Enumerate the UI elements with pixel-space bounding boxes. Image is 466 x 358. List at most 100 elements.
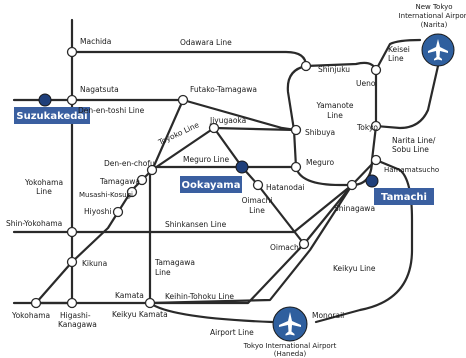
airport-narita[interactable]	[421, 33, 455, 67]
tamagawa-line-label: Line	[155, 268, 171, 277]
oimachi-line-rail	[212, 126, 306, 246]
campus-dot-suzukakedai[interactable]	[38, 93, 52, 107]
station-label-hiyoshi: Hiyoshi	[84, 207, 112, 216]
station-oimachi[interactable]	[298, 238, 310, 250]
airport-line-rail	[148, 301, 274, 324]
airplane-icon	[428, 39, 448, 61]
yokohama-line-label: Yokohama	[24, 178, 63, 187]
station-yokohama[interactable]	[30, 297, 42, 309]
keikyu-line-rail	[148, 183, 354, 305]
campus-label-suzukakedai[interactable]: Suzukakedai	[14, 107, 90, 124]
station-kamata[interactable]	[144, 297, 156, 309]
station-label-ueno: Ueno	[356, 79, 376, 88]
station-shinjuku[interactable]	[300, 60, 312, 72]
station-label-shibuya: Shibuya	[305, 128, 335, 137]
line-labels: Odawara Line Futako-Tamagawa Den-en-tosh…	[24, 38, 436, 337]
station-label-nagatsuta: Nagatsuta	[80, 85, 119, 94]
station-label-shin-yokohama: Shin-Yokohama	[6, 219, 62, 228]
campus-label-tamachi[interactable]: Tamachi	[374, 188, 434, 205]
campus-box-suzukakedai	[14, 107, 90, 124]
station-musashi-kosugi[interactable]	[126, 186, 138, 198]
station-label-oimachi: Oimachi	[270, 243, 301, 252]
campus-text-suzukakedai: Suzukakedai	[16, 111, 87, 122]
station-label-higashi-kanagawa: Higashi-	[60, 311, 91, 320]
station-label-hatanodai: Hatanodai	[266, 183, 305, 192]
yamanote-line-label: Line	[327, 111, 343, 120]
meguro-line-label: Meguro Line	[183, 155, 230, 164]
station-tokyo[interactable]	[370, 120, 382, 132]
station-label-musashi-kosugi: Musashi-Kosugi	[79, 191, 133, 199]
station-label-kikuna: Kikuna	[82, 259, 107, 268]
odawara-line-label: Odawara Line	[180, 38, 232, 47]
yamanote-line-label: Yamanote	[316, 101, 354, 110]
narita-airport-label: (Narita)	[421, 21, 448, 29]
station-label-meguro: Meguro	[306, 158, 335, 167]
campus-label-ookayama[interactable]: Ookayama	[180, 176, 242, 193]
station-machida[interactable]	[66, 46, 78, 58]
narita-airport-label: International Airport	[399, 12, 466, 20]
station-label-keikyu-kamata: Keikyu Kamata	[112, 310, 168, 319]
keihin-tohoku-line-label: Keihin-Tohoku Line	[165, 292, 234, 301]
station-ueno[interactable]	[370, 64, 382, 76]
station-hamamatsucho[interactable]	[370, 154, 382, 166]
oimachi-line-label: Line	[249, 206, 265, 215]
monorail-rail	[314, 158, 414, 324]
station-nagatsuta[interactable]	[66, 94, 78, 106]
station-futako-tamagawa[interactable]	[177, 94, 189, 106]
station-meguro[interactable]	[290, 161, 302, 173]
station-label-den-en-chofu: Den-en-chofu	[104, 159, 155, 168]
station-label-machida: Machida	[80, 37, 111, 46]
station-label-jiyugaoka: Jiyugaoka	[209, 116, 246, 125]
station-hiyoshi[interactable]	[112, 206, 124, 218]
futako-tamagawa-label: Futako-Tamagawa	[190, 85, 257, 94]
airport-haneda[interactable]	[272, 306, 308, 342]
keisei-rail	[374, 38, 422, 72]
campus-dot-ookayama[interactable]	[235, 160, 249, 174]
airport-line-label: Airport Line	[210, 328, 254, 337]
campus-text-tamachi: Tamachi	[381, 192, 427, 203]
tamagawa-line-label: Tamagawa	[154, 258, 195, 267]
station-shin-yokohama[interactable]	[66, 226, 78, 238]
keihin-tohoku-rail	[148, 183, 354, 305]
haneda-airport-label: Tokyo International Airport	[243, 342, 337, 350]
station-kikuna[interactable]	[66, 256, 78, 268]
station-shibuya[interactable]	[290, 124, 302, 136]
station-label-kamata: Kamata	[115, 291, 144, 300]
narita-sobu-rail	[374, 64, 440, 130]
station-shinagawa[interactable]	[346, 179, 358, 191]
station-label-hamamatsucho: Hamamatsucho	[384, 166, 439, 174]
keisei-line-label: Line	[388, 54, 404, 63]
narita-sobu-line-label: Narita Line/	[392, 136, 436, 145]
station-label-yokohama: Yokohama	[11, 311, 50, 320]
campus-dot-tamachi[interactable]	[365, 174, 379, 188]
station-tamagawa[interactable]	[136, 174, 148, 186]
keisei-line-label: Keisei	[388, 45, 410, 54]
narita-sobu-line-label: Sobu Line	[392, 145, 429, 154]
station-jiyugaoka[interactable]	[208, 122, 220, 134]
campus-box-tamachi	[374, 188, 434, 205]
station-hatanodai[interactable]	[252, 179, 264, 191]
station-markers	[30, 46, 382, 309]
station-label-higashi-kanagawa: Kanagawa	[58, 320, 97, 329]
campus-markers	[38, 93, 379, 188]
station-labels: Machida Nagatsuta Shinjuku Ueno Jiyugaok…	[6, 37, 439, 329]
den-en-toshi-line-label: Den-en-toshi Line	[78, 106, 145, 115]
station-label-tamagawa: Tamagawa	[99, 177, 140, 186]
campus-text-ookayama: Ookayama	[182, 180, 241, 191]
shinkansen-rail	[12, 158, 378, 234]
keikyu-line-label: Keikyu Line	[333, 264, 376, 273]
yokohama-line-label: Line	[36, 187, 52, 196]
narita-airport-label: New Tokyo	[415, 3, 452, 11]
station-label-shinjuku: Shinjuku	[318, 65, 350, 74]
airplane-icon	[279, 312, 301, 336]
station-label-tokyo: Tokyo	[356, 123, 378, 132]
station-label-shinagawa: Shinagawa	[334, 204, 375, 213]
station-higashi-kanagawa[interactable]	[66, 297, 78, 309]
shinkansen-line-label: Shinkansen Line	[165, 220, 227, 229]
tamagawa-rail	[148, 98, 185, 305]
oimachi-line-label: Oimachi	[242, 196, 273, 205]
toyoko-line-label: Toyoko Line	[156, 120, 201, 147]
station-den-en-chofu[interactable]	[146, 164, 158, 176]
